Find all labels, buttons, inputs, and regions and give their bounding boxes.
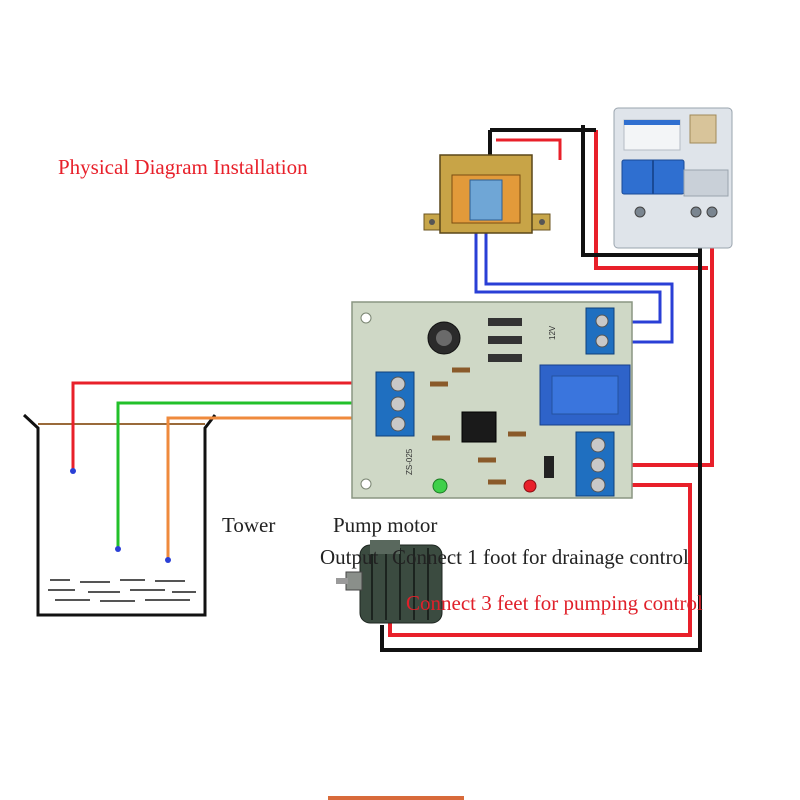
- probe-wire-orange: [166, 416, 378, 560]
- board-model: ZS-025: [405, 448, 414, 475]
- led-green: [432, 478, 448, 494]
- output-label: Output: [320, 545, 379, 569]
- transformer-screw-left: [429, 219, 435, 225]
- probe-tip-low: [165, 557, 171, 563]
- motor-junction-box: [370, 540, 400, 554]
- relay-red-wire: [610, 225, 714, 467]
- pump-motor-label: Pump motor: [333, 513, 437, 537]
- resistors: [430, 367, 526, 485]
- mains-wires: [380, 125, 714, 652]
- probe-terminal-screw: [390, 376, 406, 392]
- diode: [488, 318, 522, 326]
- breaker-terminal-1: [690, 206, 702, 218]
- transformer: [423, 154, 551, 234]
- transformer-winding: [469, 179, 503, 221]
- transistor: [544, 456, 554, 478]
- output-terminal-screw: [590, 477, 606, 493]
- led-red: [523, 479, 537, 493]
- transformer-screw-right: [539, 219, 545, 225]
- probe-terminal-screw: [390, 416, 406, 432]
- diode: [488, 336, 522, 344]
- probe-terminal-screw: [390, 396, 406, 412]
- output-terminal-screw: [590, 437, 606, 453]
- transformer-blue-wires: [474, 230, 674, 344]
- probe-tip-high: [70, 468, 76, 474]
- output-terminal-screw: [590, 457, 606, 473]
- probe-wire-green: [116, 401, 378, 548]
- motor-black-wire: [380, 225, 702, 652]
- breaker-terminal-2: [706, 206, 718, 218]
- breaker-test-panel: [689, 114, 717, 144]
- ic-chip: [461, 411, 497, 443]
- breaker-side-module: [683, 169, 729, 197]
- probe-wire-red: [71, 381, 378, 470]
- pump-motor: [336, 540, 443, 624]
- bottom-edge-mark: [328, 796, 464, 800]
- power-terminal-screw: [595, 314, 609, 328]
- blue-wire-b: [484, 230, 674, 344]
- power-marking: 12V: [548, 325, 557, 340]
- motor-flange: [345, 571, 363, 591]
- motor-red-wire: [388, 483, 692, 637]
- breaker-terminal-3: [634, 206, 646, 218]
- breaker-black-wire: [581, 125, 700, 257]
- pumping-label: Connect 3 feet for pumping control: [406, 591, 703, 615]
- power-terminal-screw: [595, 334, 609, 348]
- water-tower: [22, 413, 217, 617]
- blue-wire-a: [474, 230, 662, 324]
- diode: [488, 354, 522, 362]
- drainage-label: Connect 1 foot for drainage control: [392, 545, 689, 569]
- tank-outline: [22, 413, 217, 617]
- breaker-red-wire: [594, 130, 708, 270]
- transformer-red-top: [496, 138, 562, 160]
- diagram-title: Physical Diagram Installation: [58, 155, 308, 179]
- probe-tip-mid: [115, 546, 121, 552]
- tower-label: Tower: [222, 513, 275, 537]
- probe-wires: [71, 381, 378, 560]
- pcb-mount-hole: [360, 312, 372, 324]
- circuit-breaker: [613, 107, 733, 249]
- probe-tips: [70, 468, 171, 563]
- controller-board: 12V ZS-025: [351, 301, 633, 499]
- breaker-label-strip: [624, 120, 680, 125]
- pcb-mount-hole: [360, 478, 372, 490]
- motor-shaft: [336, 578, 348, 584]
- water-lines: [48, 579, 196, 602]
